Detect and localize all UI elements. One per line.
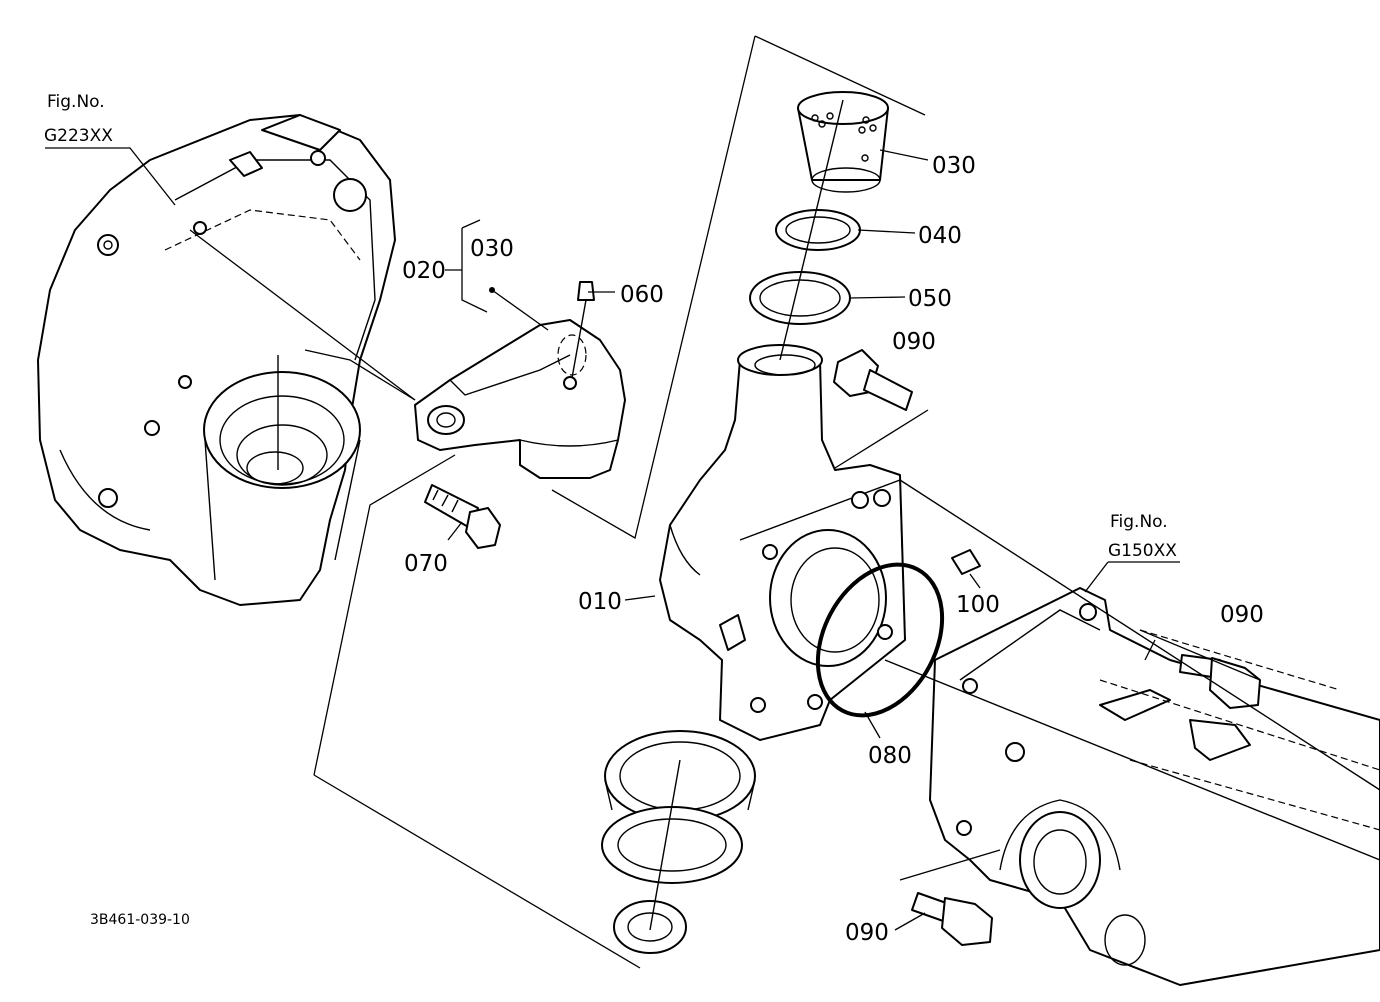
bushing-030 <box>797 91 889 193</box>
bolt-070 <box>424 484 501 549</box>
steering-arm <box>414 281 626 479</box>
callout-010: 010 <box>578 589 622 615</box>
callout-090-right: 090 <box>1220 602 1264 628</box>
callout-020: 020 <box>402 258 446 284</box>
fig-ref-left-line2: G223XX <box>44 126 113 146</box>
callout-050: 050 <box>908 286 952 312</box>
bolt-090-top <box>833 349 913 411</box>
drawing-code: 3B461-039-10 <box>90 912 190 928</box>
fig-ref-left-line1: Fig.No. <box>47 92 105 112</box>
callout-070: 070 <box>404 551 448 577</box>
callout-100: 100 <box>956 592 1000 618</box>
axle-case <box>929 587 1380 986</box>
assembly-lines <box>189 35 1380 969</box>
callout-090-bottom: 090 <box>845 920 889 946</box>
ring-040 <box>775 209 861 251</box>
callout-060: 060 <box>620 282 664 308</box>
callout-080: 080 <box>868 743 912 769</box>
callout-leaders <box>45 147 1180 931</box>
bearing-stack <box>601 730 756 954</box>
left-housing <box>37 114 396 606</box>
bolt-090-bottom <box>911 892 993 946</box>
fig-ref-right-line1: Fig.No. <box>1110 512 1168 532</box>
callout-090-top: 090 <box>892 329 936 355</box>
callout-030-group: 030 <box>470 236 514 262</box>
knuckle-010 <box>659 344 906 741</box>
callout-040: 040 <box>918 223 962 249</box>
o-ring-080 <box>815 562 945 718</box>
pin-100 <box>951 549 981 575</box>
callout-030: 030 <box>932 153 976 179</box>
bolt-090-right <box>1179 654 1261 709</box>
fig-ref-right-line2: G150XX <box>1108 541 1177 561</box>
